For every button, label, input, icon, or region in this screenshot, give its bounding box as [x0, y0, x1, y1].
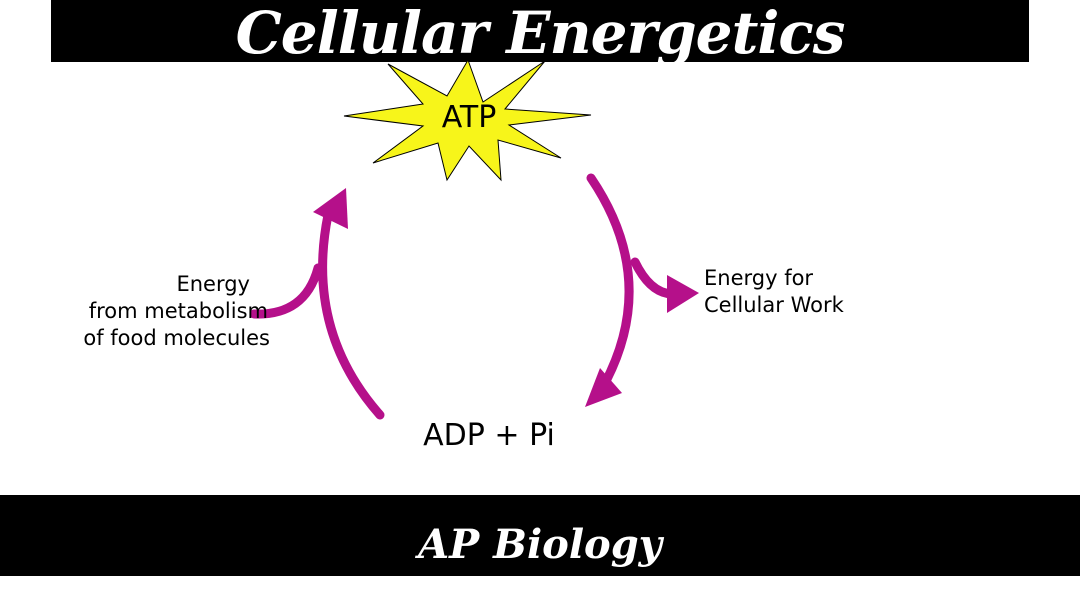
left-cycle-arc	[318, 210, 385, 420]
right-cycle-arc	[586, 173, 634, 390]
energy-output-label: Energy for Cellular Work	[704, 265, 844, 319]
footer-bar: AP Biology	[0, 495, 1080, 576]
energy-input-curve	[249, 263, 323, 319]
energy-output-line-2: Cellular Work	[704, 293, 844, 317]
energy-input-line-3: of food molecules	[83, 326, 270, 350]
title-bar: Cellular Energetics	[51, 0, 1029, 62]
atp-starburst	[343, 58, 592, 182]
atp-label: ATP	[441, 100, 497, 135]
energy-output-curve	[630, 257, 677, 299]
footer-title: AP Biology	[418, 520, 662, 568]
energy-output-line-1: Energy for	[704, 266, 814, 290]
adp-pi-label: ADP + Pi	[423, 418, 555, 453]
energy-input-line-2: from metabolism	[88, 299, 268, 323]
energy-input-label: Energy from metabolism of food molecules	[60, 271, 270, 352]
energy-input-line-1: Energy	[176, 272, 250, 296]
slide-title: Cellular Energetics	[235, 0, 846, 67]
left-arrowhead	[313, 188, 348, 229]
energy-output-arrowhead	[667, 275, 699, 313]
right-arrowhead	[585, 368, 622, 407]
